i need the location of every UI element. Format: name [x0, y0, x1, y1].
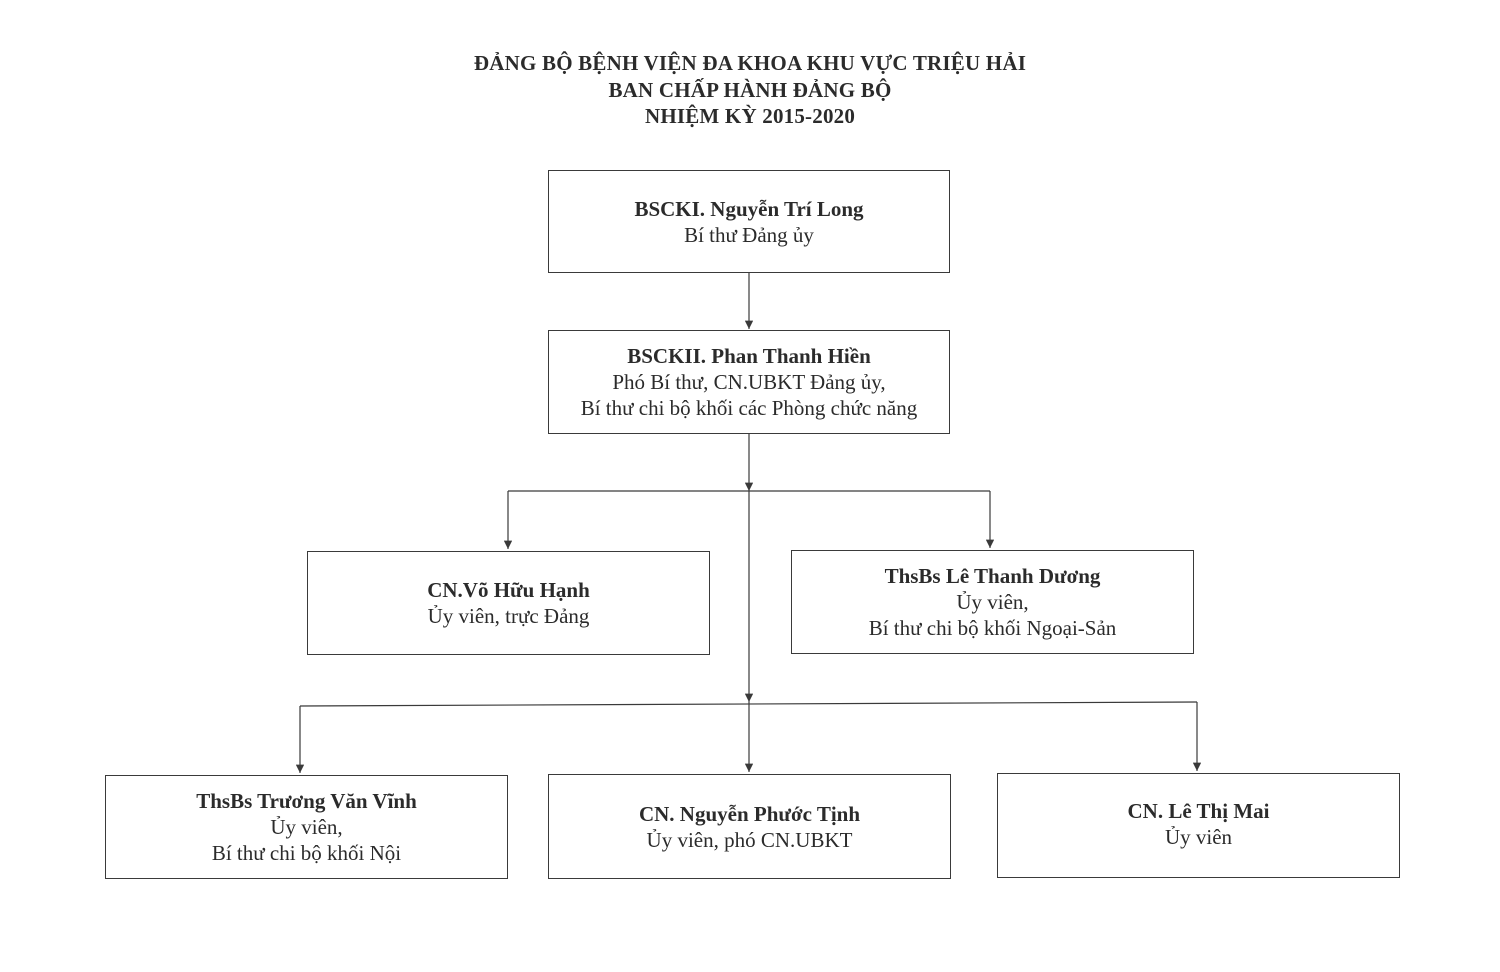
member-role: Ủy viên, [270, 815, 343, 839]
header-line-term: NHIỆM KỲ 2015-2020 [644, 104, 856, 128]
header-line-committee: BAN CHẤP HÀNH ĐẢNG BỘ [608, 77, 892, 102]
member-name: CN. Nguyễn Phước Tịnh [638, 801, 861, 826]
member-name: CN.Võ Hữu Hạnh [427, 578, 590, 602]
node-member-nguyen-phuoc-tinh: CN. Nguyễn Phước Tịnh Ủy viên, phó CN.UB… [548, 774, 951, 879]
member-role: Ủy viên, phó CN.UBKT [646, 827, 853, 852]
member-role: Phó Bí thư, CN.UBKT Đảng ủy, [612, 370, 886, 394]
node-member-vo-huu-hanh: CN.Võ Hữu Hạnh Ủy viên, trực Đảng [307, 551, 710, 655]
node-member-truong-van-vinh: ThsBs Trương Văn Vĩnh Ủy viên, Bí thư ch… [105, 775, 508, 879]
member-role: Ủy viên, trực Đảng [427, 604, 590, 628]
org-chart-header: ĐẢNG BỘ BỆNH VIỆN ĐA KHOA KHU VỰC TRIỆU … [0, 50, 1500, 130]
member-role: Bí thư chi bộ khối Ngoại-Sản [868, 616, 1117, 640]
member-name: ThsBs Trương Văn Vĩnh [196, 789, 417, 813]
node-party-secretary: BSCKI. Nguyễn Trí Long Bí thư Đảng ủy [548, 170, 950, 273]
member-role: Ủy viên, [956, 590, 1029, 614]
node-deputy-secretary: BSCKII. Phan Thanh Hiền Phó Bí thư, CN.U… [548, 330, 950, 434]
member-role: Bí thư chi bộ khối Nội [211, 841, 402, 865]
member-role: Ủy viên [1164, 825, 1233, 849]
member-name: BSCKII. Phan Thanh Hiền [627, 344, 871, 368]
member-name: BSCKI. Nguyễn Trí Long [634, 196, 864, 221]
member-role: Bí thư chi bộ khối các Phòng chức năng [580, 396, 918, 420]
node-member-le-thi-mai: CN. Lê Thị Mai Ủy viên [997, 773, 1400, 878]
header-line-organization: ĐẢNG BỘ BỆNH VIỆN ĐA KHOA KHU VỰC TRIỆU … [473, 51, 1027, 75]
node-member-le-thanh-duong: ThsBs Lê Thanh Dương Ủy viên, Bí thư chi… [791, 550, 1194, 654]
member-name: CN. Lê Thị Mai [1127, 799, 1270, 823]
member-name: ThsBs Lê Thanh Dương [884, 564, 1101, 588]
member-role: Bí thư Đảng ủy [684, 222, 814, 247]
